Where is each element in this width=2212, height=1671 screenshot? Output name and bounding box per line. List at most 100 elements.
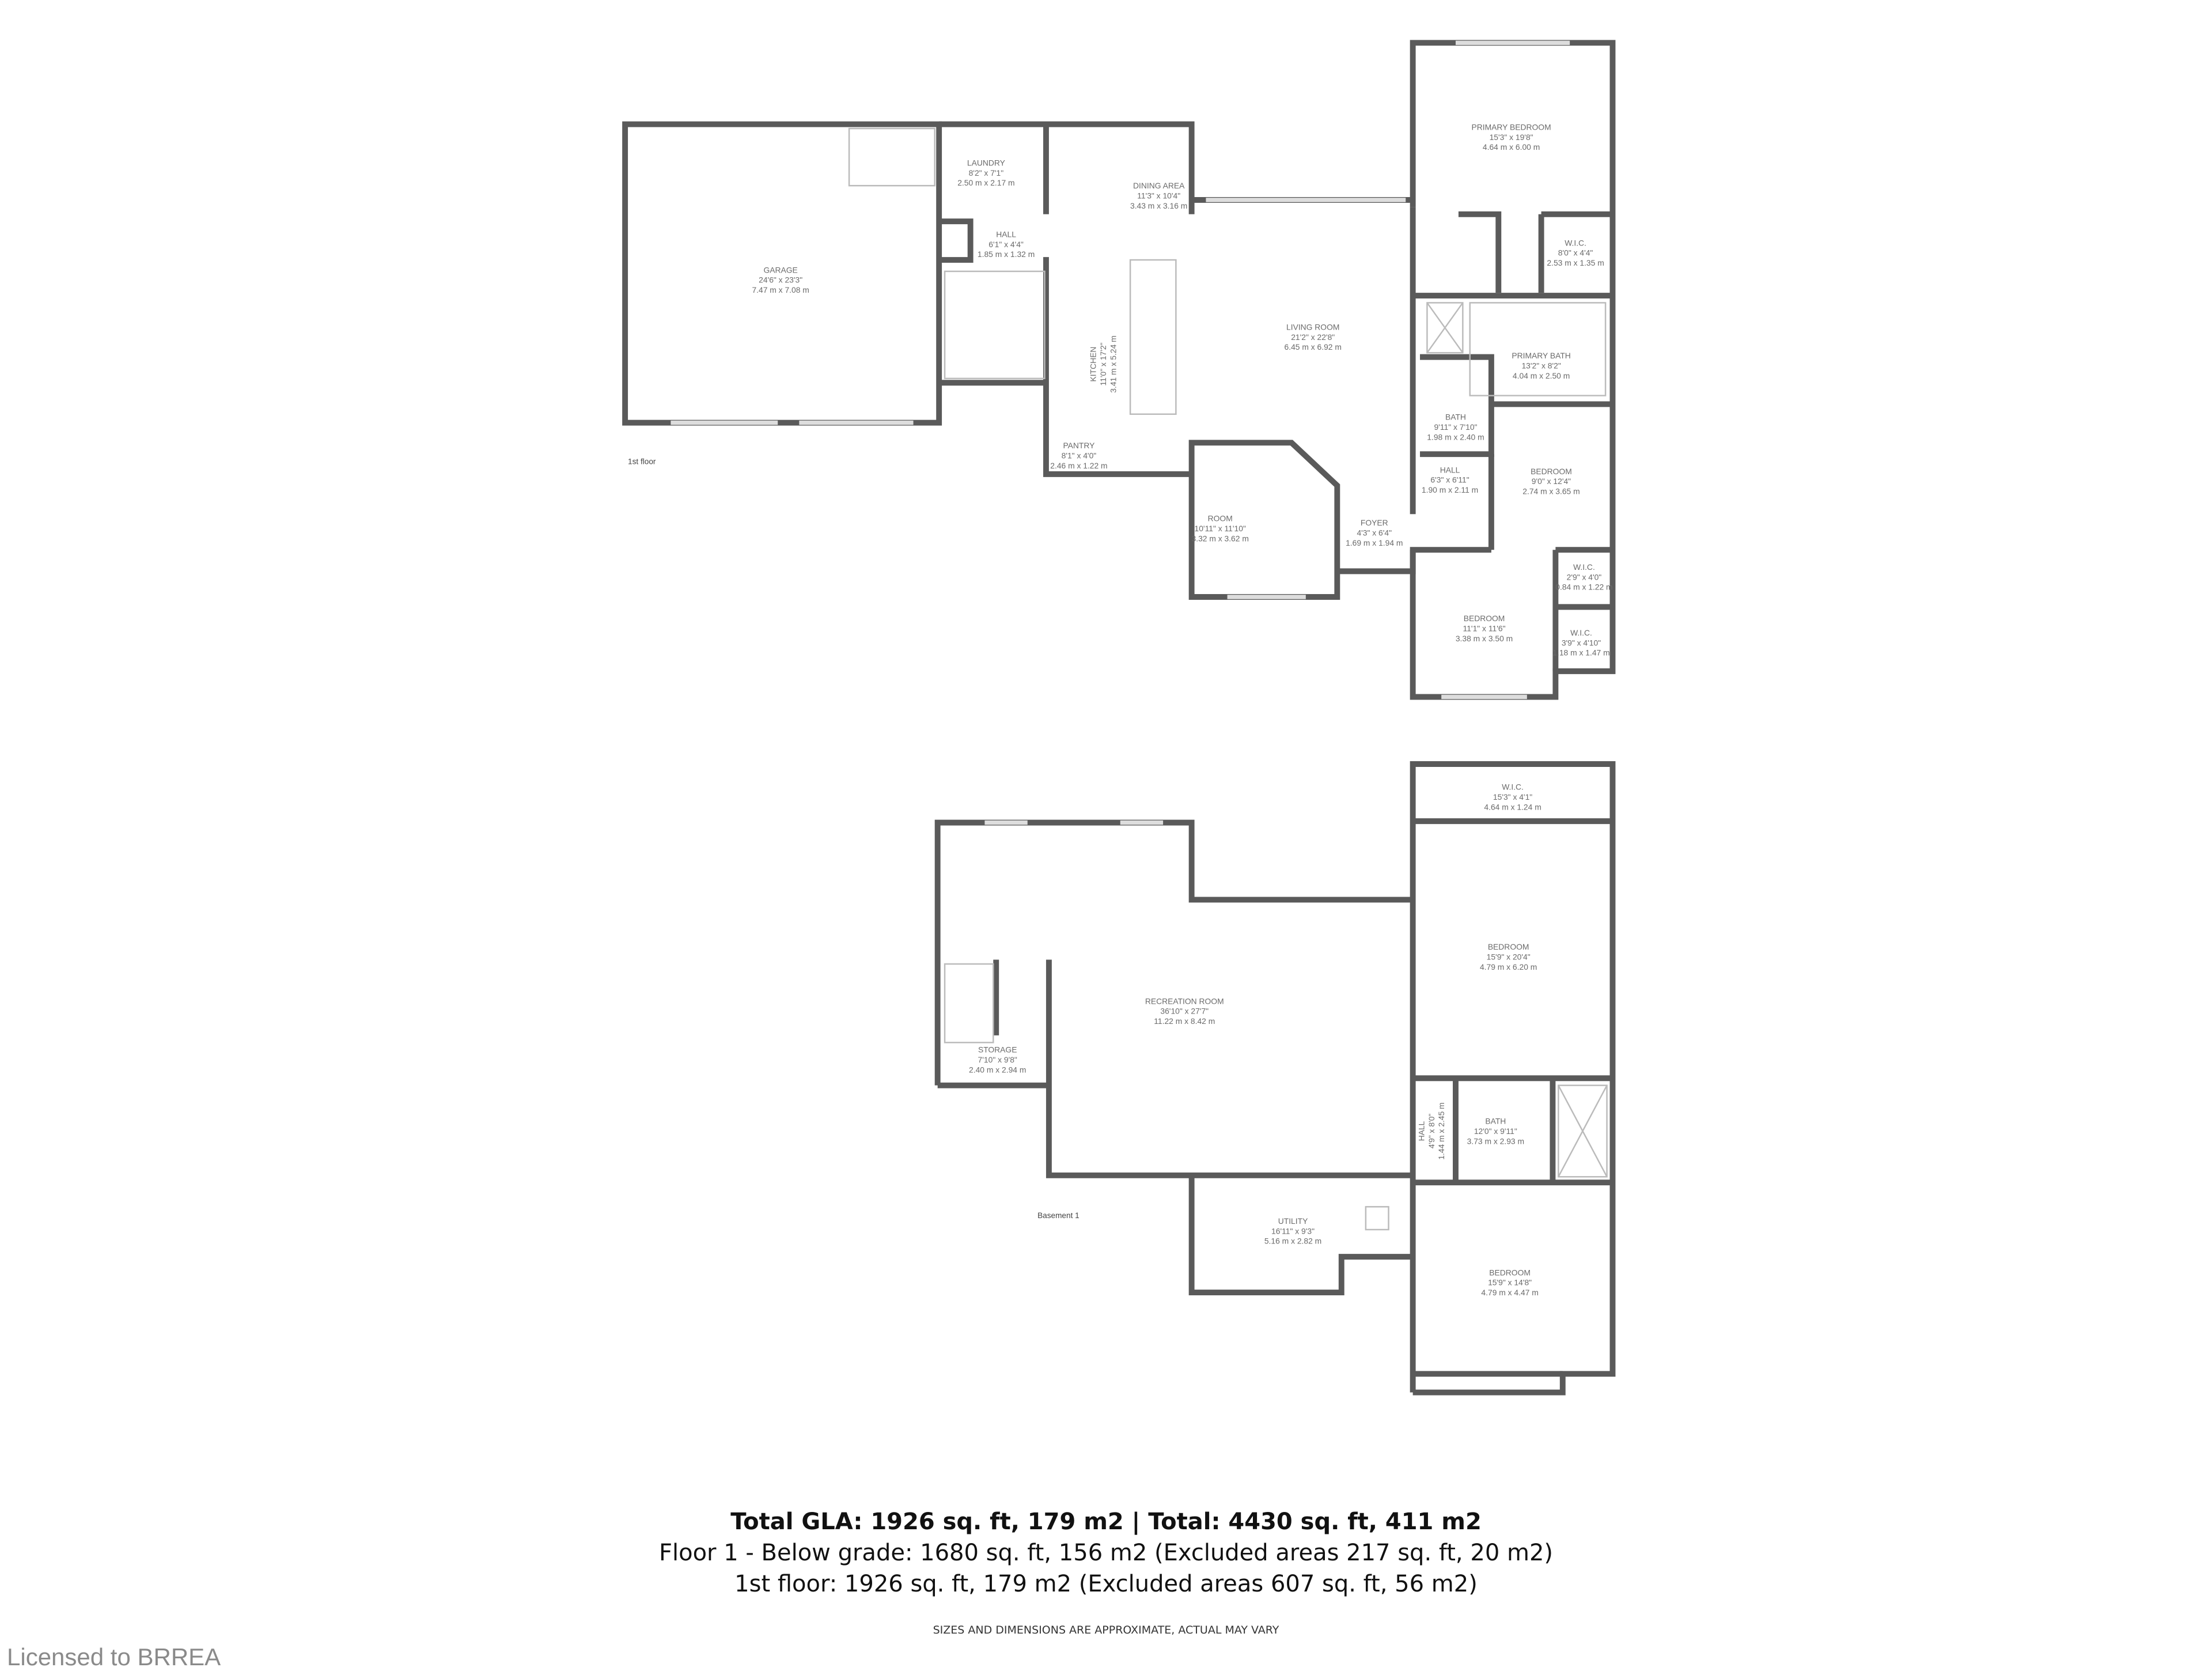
svg-text:W.I.C.: W.I.C. bbox=[1502, 782, 1524, 792]
svg-text:15'3" x 19'8": 15'3" x 19'8" bbox=[1490, 133, 1533, 142]
svg-text:4.79 m x 4.47 m: 4.79 m x 4.47 m bbox=[1481, 1288, 1538, 1297]
room-label-recreation-room: RECREATION ROOM 36'10" x 27'7"11.22 m x 8… bbox=[1145, 996, 1224, 1026]
svg-text:W.I.C.: W.I.C. bbox=[1565, 238, 1586, 247]
svg-text:BATH: BATH bbox=[1445, 413, 1466, 422]
svg-text:BEDROOM: BEDROOM bbox=[1489, 1268, 1531, 1277]
floor-label-first: 1st floor bbox=[628, 458, 656, 466]
svg-text:16'11" x 9'3": 16'11" x 9'3" bbox=[1271, 1226, 1315, 1235]
svg-text:BEDROOM: BEDROOM bbox=[1531, 467, 1572, 476]
svg-text:1.98 m x 2.40 m: 1.98 m x 2.40 m bbox=[1427, 432, 1484, 441]
svg-text:W.I.C.: W.I.C. bbox=[1570, 628, 1592, 637]
svg-text:36'10" x 27'7": 36'10" x 27'7" bbox=[1160, 1007, 1209, 1016]
svg-text:2.74 m x 3.65 m: 2.74 m x 3.65 m bbox=[1522, 487, 1580, 496]
svg-text:24'6" x 23'3": 24'6" x 23'3" bbox=[759, 275, 802, 285]
svg-text:0.84 m x 1.22 m: 0.84 m x 1.22 m bbox=[1555, 583, 1612, 592]
license-watermark: Licensed to BRREA bbox=[7, 1643, 221, 1670]
svg-text:5.16 m x 2.82 m: 5.16 m x 2.82 m bbox=[1264, 1237, 1321, 1246]
basement-walls bbox=[934, 761, 1616, 1396]
svg-text:HALL: HALL bbox=[1440, 465, 1460, 474]
total-area-summary: Total GLA: 1926 sq. ft, 179 m2 | Total: … bbox=[730, 1509, 1482, 1535]
basement-room-labels: W.I.C.15'3" x 4'1"4.64 m x 1.24 m BEDROO… bbox=[969, 782, 1541, 1297]
svg-text:4.04 m x 2.50 m: 4.04 m x 2.50 m bbox=[1513, 371, 1570, 380]
svg-text:PRIMARY BEDROOM: PRIMARY BEDROOM bbox=[1472, 123, 1551, 132]
svg-text:9'11" x 7'10": 9'11" x 7'10" bbox=[1434, 422, 1477, 432]
svg-text:15'9" x 20'4": 15'9" x 20'4" bbox=[1487, 952, 1531, 962]
first-floor-area: 1st floor: 1926 sq. ft, 179 m2 (Excluded… bbox=[734, 1571, 1478, 1597]
svg-text:11.22 m x 8.42 m: 11.22 m x 8.42 m bbox=[1154, 1016, 1215, 1026]
first-floor-walls bbox=[622, 40, 1616, 700]
svg-text:8'1" x 4'0": 8'1" x 4'0" bbox=[1062, 451, 1097, 460]
svg-text:BEDROOM: BEDROOM bbox=[1464, 614, 1505, 623]
svg-text:4.64 m x 6.00 m: 4.64 m x 6.00 m bbox=[1483, 142, 1540, 152]
svg-text:KITCHEN: KITCHEN bbox=[1089, 347, 1098, 382]
svg-text:UTILITY: UTILITY bbox=[1278, 1216, 1308, 1226]
svg-text:2.46 m x 1.22 m: 2.46 m x 1.22 m bbox=[1050, 461, 1107, 470]
svg-text:10'11" x 11'10": 10'11" x 11'10" bbox=[1195, 524, 1246, 533]
svg-text:2.40 m x 2.94 m: 2.40 m x 2.94 m bbox=[969, 1065, 1026, 1074]
svg-text:PRIMARY BATH: PRIMARY BATH bbox=[1512, 351, 1570, 360]
svg-text:BEDROOM: BEDROOM bbox=[1488, 942, 1529, 951]
floor-label-basement: Basement 1 bbox=[1037, 1211, 1080, 1220]
svg-text:DINING AREA: DINING AREA bbox=[1133, 181, 1185, 190]
svg-text:3.73 m x 2.93 m: 3.73 m x 2.93 m bbox=[1467, 1136, 1524, 1145]
svg-text:LAUNDRY: LAUNDRY bbox=[967, 158, 1005, 168]
svg-text:4.64 m x 1.24 m: 4.64 m x 1.24 m bbox=[1484, 802, 1541, 811]
svg-text:12'0" x 9'11": 12'0" x 9'11" bbox=[1474, 1126, 1517, 1136]
svg-text:7'10" x 9'8": 7'10" x 9'8" bbox=[978, 1055, 1017, 1064]
svg-text:2.50 m x 2.17 m: 2.50 m x 2.17 m bbox=[957, 178, 1014, 187]
svg-text:FOYER: FOYER bbox=[1361, 518, 1388, 527]
svg-text:1.44 m x 2.45 m: 1.44 m x 2.45 m bbox=[1437, 1102, 1446, 1159]
svg-text:6'3" x 6'11": 6'3" x 6'11" bbox=[1430, 475, 1469, 485]
svg-text:9'0" x 12'4": 9'0" x 12'4" bbox=[1532, 477, 1571, 486]
svg-text:4'9" x 8'0": 4'9" x 8'0" bbox=[1427, 1114, 1436, 1149]
room-label-wic-3: W.I.C.3'9" x 4'10"1.18 m x 1.47 m bbox=[1552, 628, 1609, 657]
svg-text:RECREATION ROOM: RECREATION ROOM bbox=[1145, 996, 1224, 1005]
svg-text:3.32 m x 3.62 m: 3.32 m x 3.62 m bbox=[1192, 534, 1249, 543]
svg-text:6.45 m x 6.92 m: 6.45 m x 6.92 m bbox=[1285, 342, 1342, 351]
svg-text:LIVING ROOM: LIVING ROOM bbox=[1286, 323, 1339, 332]
svg-text:4.79 m x 6.20 m: 4.79 m x 6.20 m bbox=[1480, 962, 1537, 971]
svg-text:11'0" x 17'2": 11'0" x 17'2" bbox=[1099, 342, 1108, 385]
svg-text:ROOM: ROOM bbox=[1208, 514, 1233, 523]
svg-text:2.53 m x 1.35 m: 2.53 m x 1.35 m bbox=[1547, 258, 1604, 267]
svg-text:13'2" x 8'2": 13'2" x 8'2" bbox=[1521, 361, 1560, 370]
svg-text:7.47 m x 7.08 m: 7.47 m x 7.08 m bbox=[752, 285, 809, 294]
room-label-wic: W.I.C.8'0" x 4'4"2.53 m x 1.35 m bbox=[1547, 238, 1604, 267]
svg-text:1.18 m x 1.47 m: 1.18 m x 1.47 m bbox=[1552, 648, 1609, 657]
svg-text:HALL: HALL bbox=[996, 229, 1016, 239]
svg-text:1.69 m x 1.94 m: 1.69 m x 1.94 m bbox=[1346, 538, 1403, 547]
svg-text:BATH: BATH bbox=[1485, 1117, 1506, 1126]
svg-text:3.43 m x 3.16 m: 3.43 m x 3.16 m bbox=[1130, 201, 1187, 210]
svg-text:PANTRY: PANTRY bbox=[1063, 441, 1094, 450]
svg-text:15'9" x 14'8": 15'9" x 14'8" bbox=[1488, 1278, 1532, 1287]
svg-text:STORAGE: STORAGE bbox=[978, 1045, 1017, 1054]
svg-text:3.38 m x 3.50 m: 3.38 m x 3.50 m bbox=[1456, 634, 1513, 643]
svg-text:21'2" x 22'8": 21'2" x 22'8" bbox=[1291, 332, 1335, 342]
svg-text:11'1" x 11'6": 11'1" x 11'6" bbox=[1463, 623, 1506, 633]
svg-text:8'0" x 4'4": 8'0" x 4'4" bbox=[1558, 248, 1593, 258]
disclaimer: SIZES AND DIMENSIONS ARE APPROXIMATE, AC… bbox=[933, 1624, 1279, 1636]
svg-text:4'3" x 6'4": 4'3" x 6'4" bbox=[1357, 528, 1392, 537]
svg-text:6'1" x 4'4": 6'1" x 4'4" bbox=[988, 240, 1024, 249]
